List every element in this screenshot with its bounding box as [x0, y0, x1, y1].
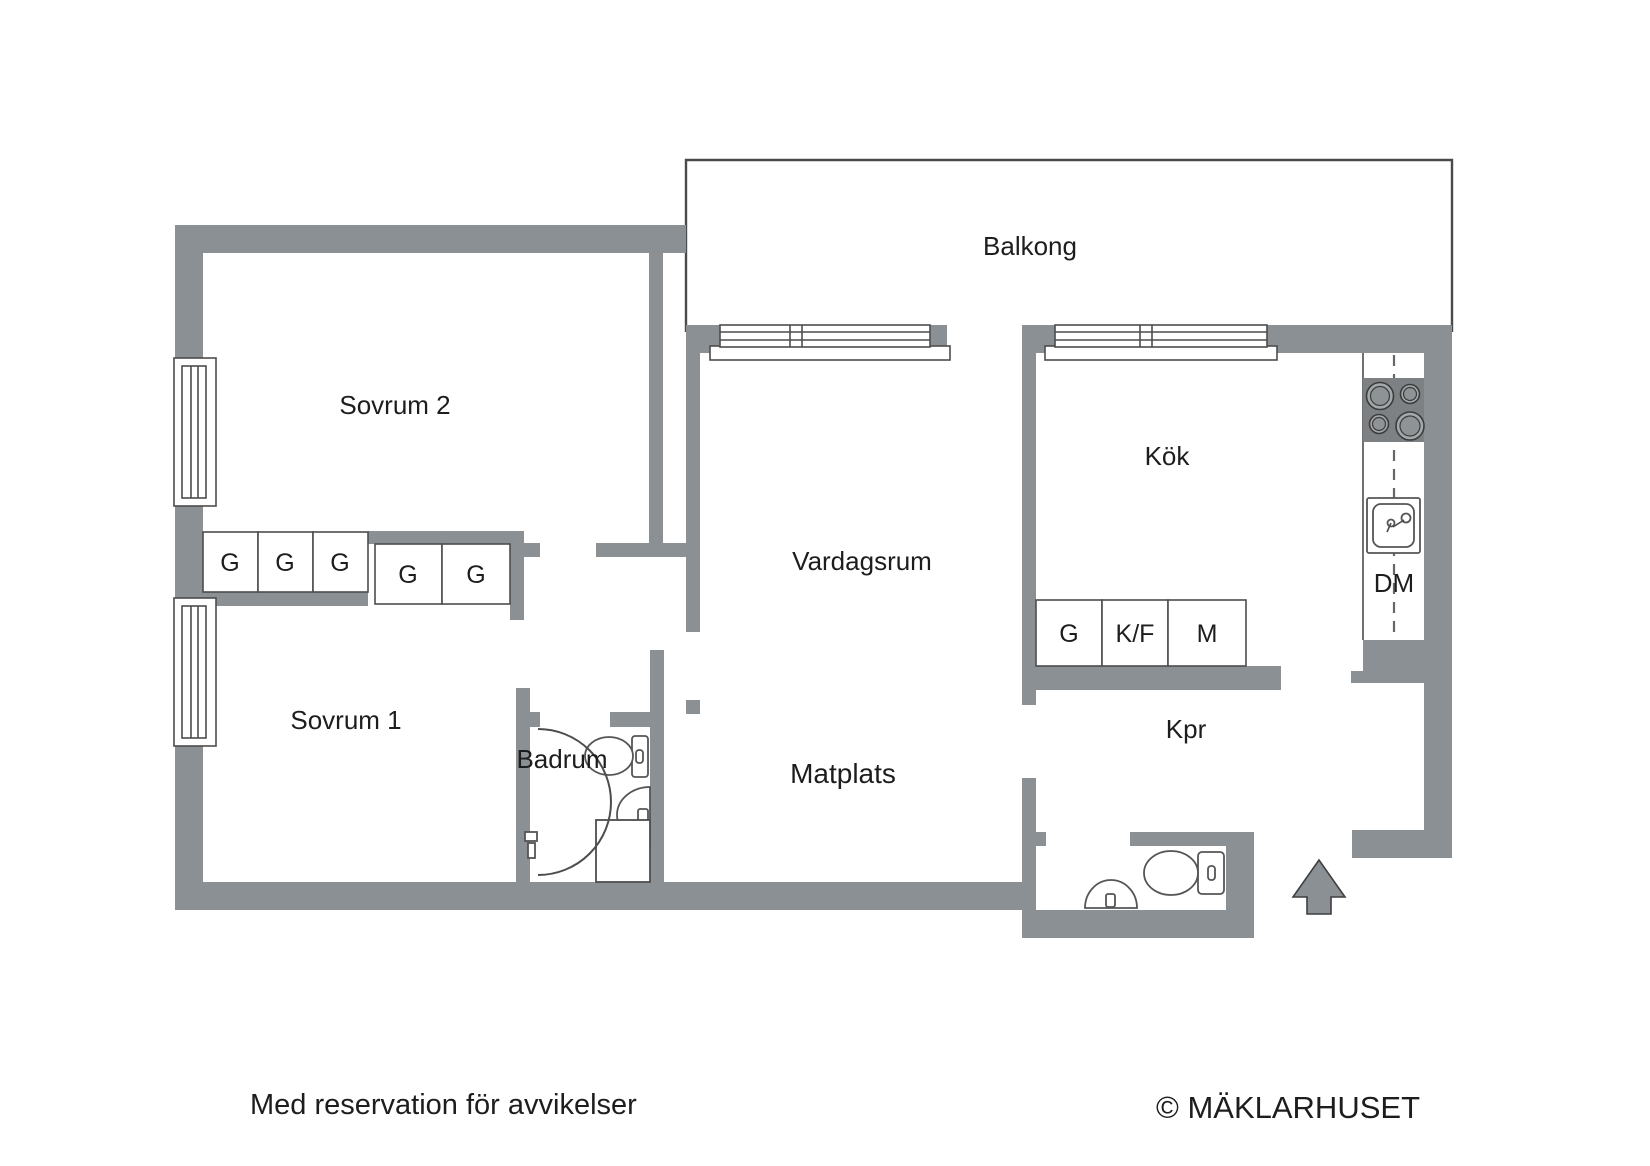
- walls: [175, 225, 1452, 938]
- wardrobe-label: G: [220, 549, 239, 577]
- label-dishwasher: DM: [1374, 568, 1414, 598]
- kitchen-sink-icon: [1366, 497, 1421, 554]
- label-livingroom: Vardagsrum: [792, 546, 932, 576]
- wardrobe-row-bedroom1: G G: [374, 543, 511, 605]
- bathroom-toilet-icon: [584, 735, 649, 778]
- window-bedroom2: [173, 357, 217, 507]
- wardrobe-label: G: [275, 549, 294, 577]
- footer-disclaimer: Med reservation för avvikelser: [250, 1089, 637, 1121]
- stove-icon: [1363, 378, 1425, 442]
- wc-sink-icon: [1084, 879, 1138, 909]
- label-hallway: Kpr: [1166, 714, 1207, 744]
- wardrobe-row-bedroom2: G G G: [202, 531, 369, 593]
- wardrobe-label: G: [330, 549, 349, 577]
- label-bedroom2: Sovrum 2: [339, 390, 450, 420]
- fridge-freezer-label: K/F: [1116, 620, 1155, 648]
- footer-copyright: © MÄKLARHUSET: [1156, 1090, 1420, 1125]
- window-livingroom: [709, 324, 951, 361]
- window-bedroom1: [173, 597, 217, 747]
- window-kitchen: [1044, 324, 1278, 361]
- bathroom-washer-icon: [595, 819, 651, 883]
- m-unit-label: M: [1197, 620, 1218, 648]
- wc-toilet-icon: [1143, 850, 1225, 896]
- label-bedroom1: Sovrum 1: [290, 705, 401, 735]
- wardrobe-label: G: [398, 561, 417, 589]
- wardrobe-label: G: [1059, 620, 1078, 648]
- label-bathroom: Badrum: [516, 744, 607, 774]
- entrance-arrow-icon: [1291, 858, 1347, 915]
- label-dining: Matplats: [790, 758, 896, 789]
- bathroom-door-arc: [524, 728, 612, 876]
- label-balcony: Balkong: [983, 231, 1077, 261]
- label-kitchen: Kök: [1145, 441, 1191, 471]
- kitchen-appliance-row: G K/F M: [1035, 599, 1247, 667]
- wardrobe-label: G: [466, 561, 485, 589]
